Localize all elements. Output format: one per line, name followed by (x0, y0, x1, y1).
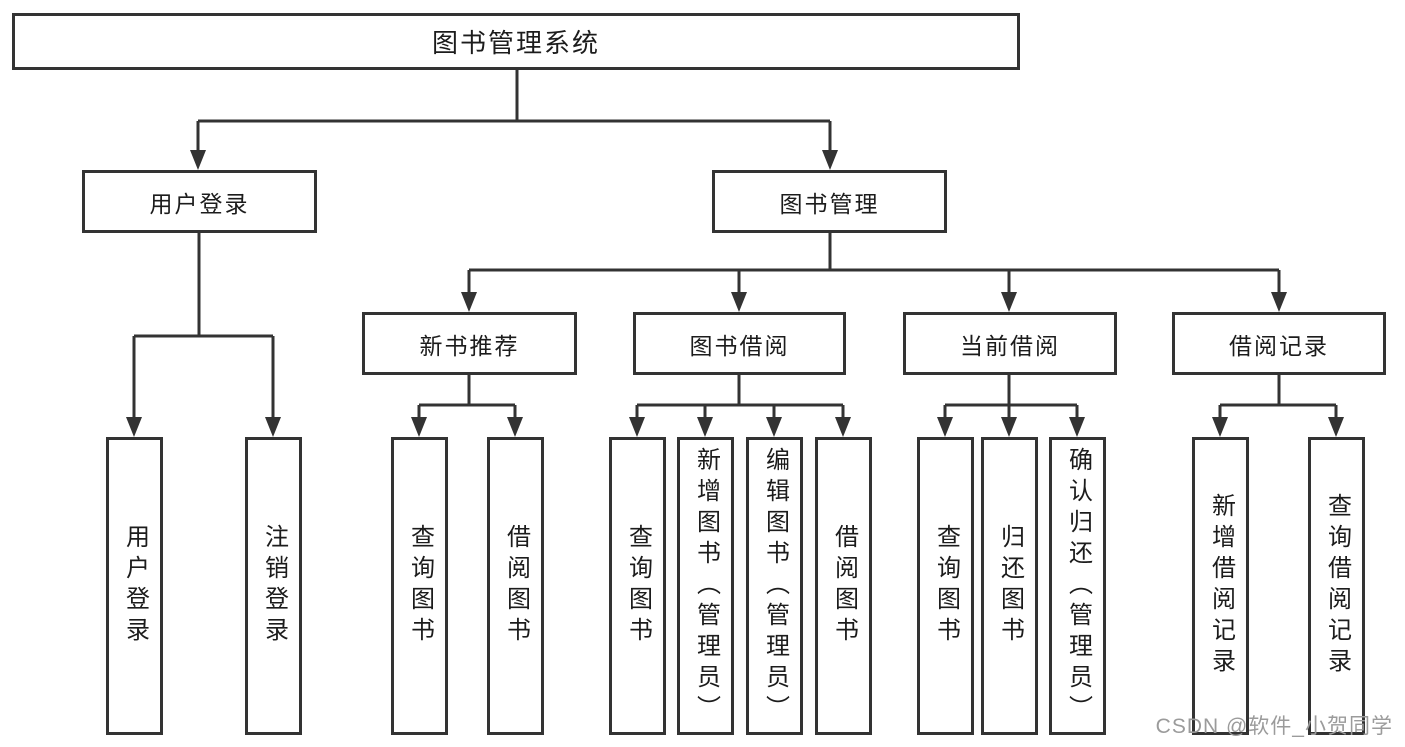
node-label: 注销登录 (260, 524, 288, 648)
leaf-borrow-books-newbooks: 借阅图书 (487, 437, 544, 735)
node-user-login: 用户登录 (82, 170, 317, 233)
node-label: 图书管理 (779, 190, 880, 217)
node-label: 归还图书 (996, 524, 1024, 648)
node-book-management: 图书管理 (712, 170, 947, 233)
leaf-query-books-current: 查询图书 (917, 437, 974, 735)
node-label: 图书管理系统 (431, 28, 600, 58)
node-label: 新增图书（管理员） (692, 446, 720, 726)
node-label: 查询图书 (932, 524, 960, 648)
leaf-edit-books-admin: 编辑图书（管理员） (746, 437, 803, 735)
leaf-user-login: 用户登录 (106, 437, 163, 735)
node-label: 用户登录 (121, 524, 149, 648)
node-label: 新书推荐 (419, 332, 520, 359)
node-label: 查询图书 (624, 524, 652, 648)
node-label: 用户登录 (149, 190, 250, 217)
node-label: 借阅图书 (502, 524, 530, 648)
node-new-book-recommendation: 新书推荐 (362, 312, 577, 375)
leaf-query-borrow-record: 查询借阅记录 (1308, 437, 1365, 735)
leaf-add-books-admin: 新增图书（管理员） (677, 437, 734, 735)
leaf-query-books-borrowing: 查询图书 (609, 437, 666, 735)
node-label: 确认归还（管理员） (1064, 446, 1092, 726)
node-label: 图书借阅 (689, 332, 790, 359)
leaf-borrow-books-borrowing: 借阅图书 (815, 437, 872, 735)
node-label: 编辑图书（管理员） (761, 446, 789, 726)
node-label: 当前借阅 (960, 332, 1060, 359)
node-label: 新增借阅记录 (1207, 493, 1235, 679)
node-library-system: 图书管理系统 (12, 13, 1020, 70)
node-label: 查询图书 (406, 524, 434, 648)
leaf-confirm-return-admin: 确认归还（管理员） (1049, 437, 1106, 735)
node-borrowing-records: 借阅记录 (1172, 312, 1386, 375)
csdn-watermark: CSDN @软件_小贺同学 (1155, 715, 1393, 738)
node-book-borrowing: 图书借阅 (633, 312, 846, 375)
node-label: 借阅记录 (1229, 332, 1329, 359)
node-label: 查询借阅记录 (1323, 493, 1351, 679)
leaf-return-books: 归还图书 (981, 437, 1038, 735)
node-current-borrowing: 当前借阅 (903, 312, 1117, 375)
leaf-query-books-newbooks: 查询图书 (391, 437, 448, 735)
leaf-add-borrow-record: 新增借阅记录 (1192, 437, 1249, 735)
node-label: 借阅图书 (830, 524, 858, 648)
leaf-logout-login: 注销登录 (245, 437, 302, 735)
